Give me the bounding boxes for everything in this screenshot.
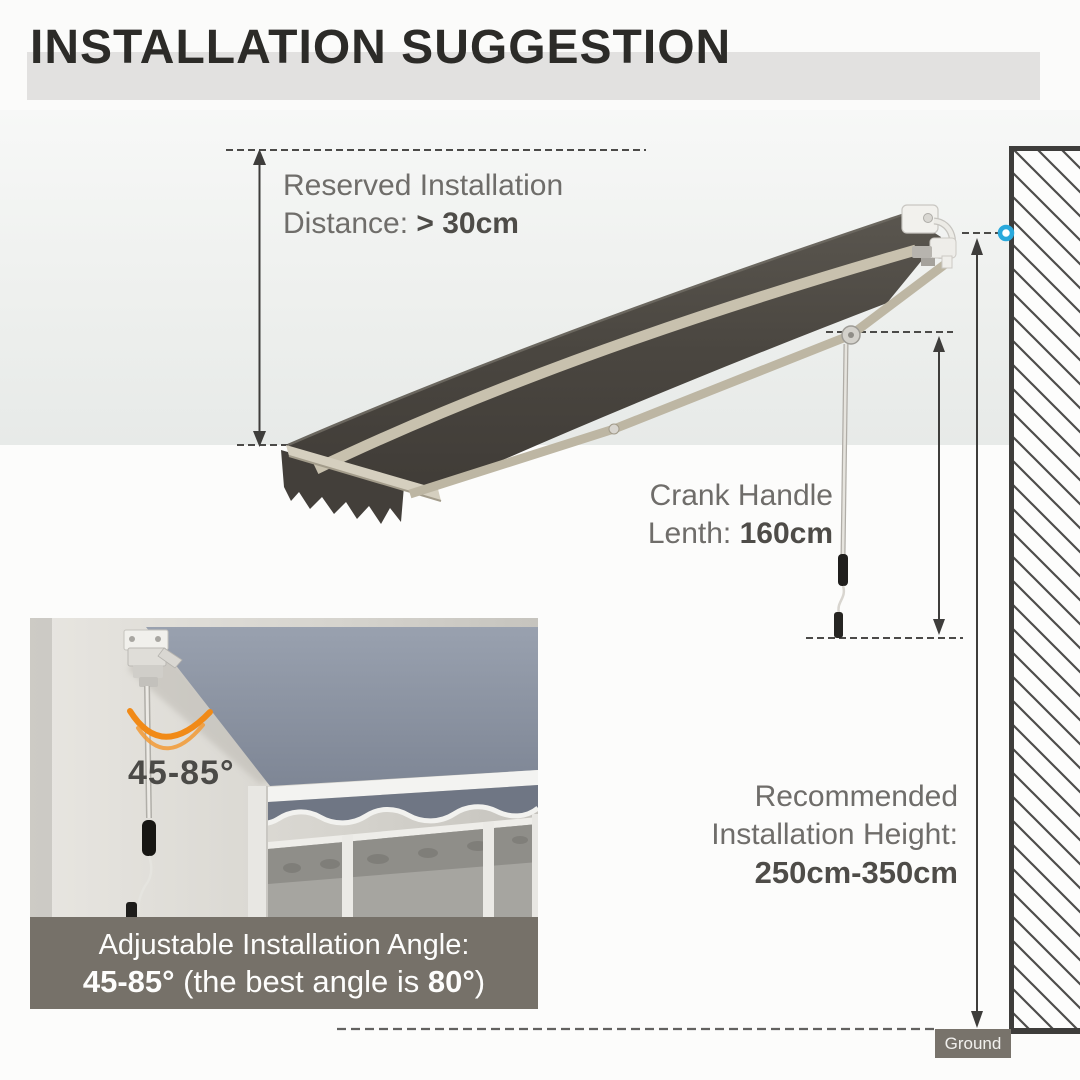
note-value-bold: 250cm-350cm bbox=[754, 855, 958, 890]
wall-top-border bbox=[1009, 146, 1080, 151]
corner-pillar bbox=[248, 786, 268, 917]
caption-line: Adjustable Installation Angle: bbox=[98, 929, 470, 961]
note-value: 160cm bbox=[739, 517, 833, 550]
title-band bbox=[27, 52, 1040, 100]
note-label: Lenth: bbox=[647, 517, 740, 550]
inset-crank-rod bbox=[145, 685, 151, 819]
inset-crank-end bbox=[126, 902, 137, 920]
crank-end-grip bbox=[834, 612, 843, 638]
note-value: > 30cm bbox=[416, 207, 519, 240]
note-line: Lenth: 160cm bbox=[648, 515, 833, 553]
window-top-rail bbox=[268, 817, 538, 849]
note-line: Reserved Installation bbox=[283, 169, 564, 202]
crank-rod bbox=[841, 343, 848, 557]
note-line: Recommended bbox=[754, 780, 958, 813]
inset-caption-band: Adjustable Installation Angle: 45-85° (t… bbox=[30, 917, 538, 1009]
reserved-distance-arrow bbox=[253, 149, 266, 447]
ground-label: Ground bbox=[944, 1033, 1002, 1053]
awning-front-bar bbox=[286, 445, 441, 501]
note-value: 250cm-350cm bbox=[711, 854, 958, 892]
angle-arc-icon-inner bbox=[136, 723, 205, 751]
angle-inset-photo: 45-85° Adjustable Installation Angle: 45… bbox=[30, 618, 538, 1009]
bracket-detail-2 bbox=[921, 258, 935, 266]
awning-illustration bbox=[281, 204, 957, 638]
measurement-arrows bbox=[253, 149, 983, 1028]
inset-mount-bracket bbox=[123, 629, 183, 687]
inset-illustration bbox=[30, 618, 538, 1009]
awning-roller-tube bbox=[313, 244, 918, 474]
reserved-distance-note: Reserved Installation Distance: > 30cm bbox=[283, 167, 563, 243]
valance-wave-trim bbox=[250, 804, 538, 826]
arm-mid-joint bbox=[608, 423, 620, 435]
wall-left-border bbox=[1009, 146, 1014, 1032]
inset-crank-wire bbox=[137, 855, 153, 913]
crank-length-note: Crank Handle Lenth: 160cm bbox=[648, 477, 833, 553]
note-line: Crank Handle bbox=[649, 479, 833, 512]
stucco-left-strip bbox=[30, 618, 52, 1009]
inset-valance bbox=[252, 785, 538, 824]
window-right-pillar bbox=[532, 814, 538, 917]
caption-text: ) bbox=[474, 964, 486, 999]
note-label: Distance: bbox=[283, 207, 417, 240]
inset-crank-grip bbox=[142, 820, 156, 856]
corner-pillar-shade bbox=[266, 786, 268, 917]
bracket-detail bbox=[912, 246, 932, 258]
awning-valance-sawtooth bbox=[281, 450, 404, 524]
crank-grip bbox=[838, 554, 848, 586]
note-line: Installation Height: bbox=[711, 818, 958, 851]
awning-upper-arm bbox=[848, 258, 951, 339]
wall-bottom-border bbox=[1009, 1028, 1080, 1034]
bracket-hook-tab bbox=[941, 255, 953, 269]
caption-bold: 80° bbox=[427, 964, 475, 999]
inset-front-bar bbox=[252, 770, 538, 803]
bracket-screw bbox=[923, 213, 933, 223]
caption-bold: 45-85° bbox=[82, 964, 175, 999]
caption-line: 45-85° (the best angle is 80°) bbox=[30, 963, 538, 1000]
installation-height-arrow bbox=[971, 238, 983, 1028]
gearbox-housing bbox=[929, 237, 957, 259]
ground-label-box: Ground bbox=[935, 1029, 1011, 1058]
inset-awning-fabric bbox=[146, 627, 538, 786]
dashed-guide-lines bbox=[226, 149, 998, 639]
elbow-pin bbox=[848, 332, 854, 338]
page-title: INSTALLATION SUGGESTION bbox=[30, 21, 732, 74]
fabric-top-highlight bbox=[287, 212, 906, 447]
caption-text: (the best angle is bbox=[174, 964, 428, 999]
installation-height-note: Recommended Installation Height: 250cm-3… bbox=[711, 778, 958, 892]
angle-arc-icon bbox=[127, 708, 213, 740]
mount-point-dot bbox=[997, 224, 1015, 242]
glass-reflection-band bbox=[268, 824, 538, 884]
building-wall bbox=[1009, 146, 1080, 1034]
note-line: Distance: > 30cm bbox=[283, 205, 563, 243]
window-mullion bbox=[483, 822, 494, 917]
window-mullion bbox=[342, 835, 353, 917]
wall-hatching bbox=[1009, 146, 1080, 1032]
crank-wire bbox=[837, 585, 846, 614]
angle-range-label: 45-85° bbox=[128, 754, 235, 792]
crank-length-arrow bbox=[933, 336, 945, 635]
